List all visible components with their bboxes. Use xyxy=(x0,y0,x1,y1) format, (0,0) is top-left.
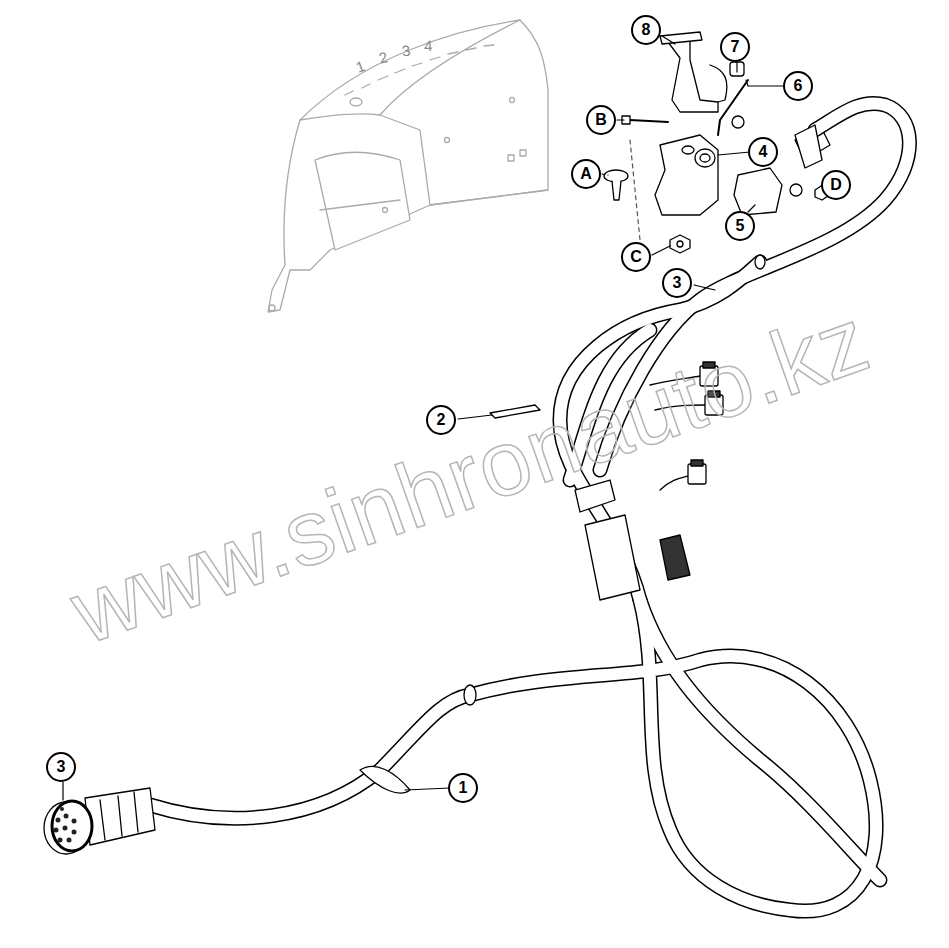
callout-circle: B xyxy=(586,105,616,135)
cover-digit: 1 xyxy=(353,57,367,76)
callout-number: B xyxy=(595,112,607,128)
cover-digit: 3 xyxy=(401,41,412,59)
callout-number: 7 xyxy=(731,39,740,55)
callout-circle: 8 xyxy=(631,15,661,45)
callout-circle: 2 xyxy=(426,405,456,435)
callout-number: 6 xyxy=(794,78,803,94)
callout-circle: 7 xyxy=(720,32,750,62)
callout-circle: 6 xyxy=(783,71,813,101)
harness-tube xyxy=(640,600,880,880)
callout-number: 3 xyxy=(57,759,66,775)
callout-number: 3 xyxy=(673,275,682,291)
callout-number: D xyxy=(830,177,842,193)
callout-number: 4 xyxy=(759,144,768,160)
callout-number: 8 xyxy=(642,22,651,38)
callout-circle: 3 xyxy=(662,268,692,298)
callout-circle: 5 xyxy=(725,211,755,241)
harness-tube xyxy=(150,695,470,818)
callout-number: 1 xyxy=(459,780,468,796)
callout-circle: C xyxy=(621,242,651,272)
callout-number: 2 xyxy=(437,412,446,428)
callout-number: A xyxy=(580,166,592,182)
callout-circle: 1 xyxy=(448,773,478,803)
callout-circle: 3 xyxy=(46,752,76,782)
callout-number: 5 xyxy=(736,218,745,234)
cover-digit: 4 xyxy=(424,36,433,53)
callout-number: C xyxy=(630,249,642,265)
callout-circle: A xyxy=(571,159,601,189)
callout-circle: D xyxy=(821,170,851,200)
callout-circle: 4 xyxy=(748,137,778,167)
watermark: www.sinhronauto.kz xyxy=(58,286,881,664)
